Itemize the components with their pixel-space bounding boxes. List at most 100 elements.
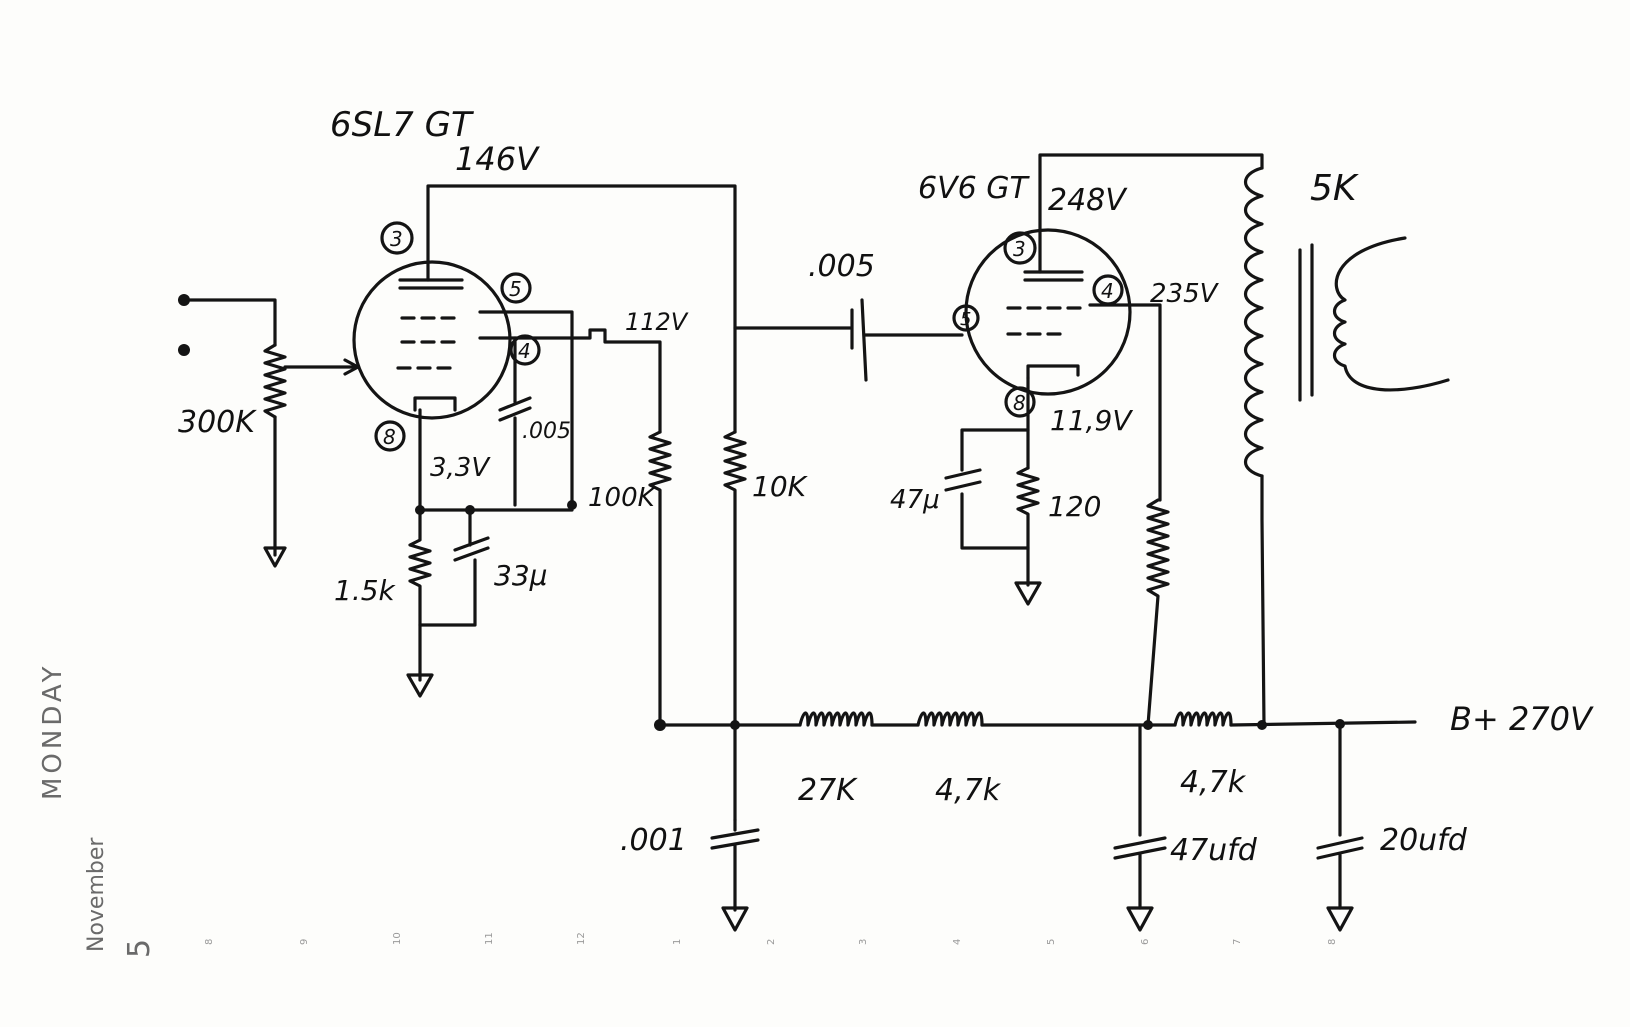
hour-mark: 11: [484, 932, 495, 945]
hour-mark: 6: [1140, 939, 1151, 945]
hour-mark: 3: [858, 939, 869, 945]
hour-mark: 2: [766, 939, 777, 945]
hour-mark: 7: [1232, 939, 1243, 945]
decoupling-cap: [710, 818, 760, 912]
junction-dot: [654, 719, 666, 731]
tube1-pin3-label: 3: [390, 227, 403, 251]
tube1-pin5-label: 5: [509, 277, 522, 301]
rail-resistor-4k7-b: [1173, 711, 1233, 727]
tube1-pin5-marker: [500, 272, 532, 304]
tube2-pin5-label: 5: [960, 309, 971, 330]
rail-res3-label: 4,7k: [1180, 765, 1247, 800]
t1-cathode-voltage: 3,3V: [430, 453, 491, 483]
tube2-cathode: [1026, 364, 1080, 380]
t2-plate-voltage: 248V: [1048, 183, 1128, 218]
junction-dot: [567, 500, 577, 510]
tube2-envelope: [964, 228, 1132, 396]
t2-screen-voltage: 235V: [1150, 279, 1220, 309]
cathode-res1-label: 1.5k: [334, 574, 397, 607]
junction-dot: [730, 720, 740, 730]
transformer-label: 5K: [1310, 168, 1359, 209]
tube1-type-label: 6SL7 GT: [330, 105, 474, 145]
tube1-plate-wire: [426, 184, 737, 434]
filter-cap-2: [1316, 722, 1364, 910]
input-pot-resistor: [263, 343, 287, 419]
filter-cap1-label: 47ufd: [1170, 833, 1258, 868]
ground-symbol: [1326, 906, 1354, 932]
coupling-capacitor: [850, 298, 868, 382]
tube2-pin4-label: 4: [1101, 279, 1114, 303]
rail-resistor-27k: [798, 711, 874, 727]
transformer-secondary: [1332, 236, 1450, 392]
transformer-primary: [1243, 166, 1264, 478]
cathode-cap-1: [453, 508, 490, 562]
tube2-type-label: 6V6 GT: [918, 171, 1030, 206]
hour-mark: 5: [1046, 939, 1057, 945]
screen-bypass-cap: [498, 396, 532, 422]
ground-symbol: [721, 906, 749, 932]
transformer-b-plus-wire: [1260, 474, 1266, 727]
ground-symbol: [406, 673, 434, 698]
hour-mark: 1: [672, 939, 683, 945]
hour-mark: 4: [952, 939, 963, 945]
tube2-pin5-marker: [952, 304, 980, 332]
t1-plate-voltage: 146V: [455, 140, 540, 178]
cathode-resistor-2: [1016, 466, 1040, 587]
tube1-pin8-marker: [374, 420, 406, 452]
filter-cap2-label: 20ufd: [1380, 823, 1468, 858]
t2-cathode-voltage: 11,9V: [1050, 404, 1133, 437]
tube1-pin3-marker: [380, 221, 414, 255]
screen-resistor-100k: [648, 430, 672, 727]
transformer-core: [1298, 243, 1314, 402]
screen-dropping-resistor: [1146, 498, 1170, 727]
tube1-cathode: [413, 396, 457, 412]
tube1-6sl7: 6SL7 GT 3 5 4 8: [330, 105, 541, 452]
cathode-res2-label: 120: [1048, 490, 1101, 523]
tube2-pin8-label: 8: [1013, 391, 1026, 415]
junction-dot: [1257, 720, 1267, 730]
hour-marks: 8 9 10 11 12 1 2 3 4 5 6 7 8: [204, 932, 1338, 945]
tube2-pin3-label: 3: [1013, 237, 1026, 261]
b-plus-rail: 27K 4,7k 4,7k B+ 270V: [654, 700, 1594, 808]
tube2-plate-wire: [1038, 153, 1264, 274]
cathode-cap2-label: 47μ: [890, 485, 940, 515]
screen-cap-label: .005: [522, 419, 571, 444]
t1-screen-voltage: 112V: [625, 308, 689, 336]
tube1-grid-wire: [478, 328, 662, 434]
rail-res1-label: 27K: [798, 773, 858, 808]
tube1-pin8-label: 8: [383, 425, 396, 449]
tube2-screen-wire: [1088, 303, 1162, 502]
hour-mark: 9: [299, 939, 310, 945]
tube2-cathode-bypass-wire: [960, 428, 1030, 550]
plate-res-label: 10K: [752, 470, 809, 503]
cathode-cap-2: [944, 468, 982, 492]
tube1-pin4-label: 4: [518, 339, 531, 363]
rail-resistor-4k7-a: [916, 711, 984, 727]
ground-symbol: [1126, 906, 1154, 932]
hour-mark: 10: [392, 932, 403, 945]
hour-mark: 8: [1327, 939, 1338, 945]
tube1-screen-wire: [478, 310, 574, 507]
hour-mark: 8: [204, 939, 215, 945]
input-pot-label: 300K: [178, 405, 257, 440]
filter-cap-1: [1113, 723, 1167, 910]
input-terminal-ground: [178, 344, 190, 356]
tube2-6v6: 6V6 GT 3 5 4 8: [918, 171, 1132, 418]
screen-res-label: 100K: [588, 483, 657, 513]
ground-symbol: [1014, 581, 1042, 606]
tube2-pin3-marker: [1003, 231, 1037, 265]
coupling-cap-label: .005: [808, 249, 875, 284]
plate-resistor-10k: [723, 430, 747, 822]
tube1-envelope: [352, 260, 512, 420]
cathode-resistor-1: [408, 508, 477, 627]
supply-voltage: B+ 270V: [1450, 700, 1594, 738]
tube2-pin8-marker: [1004, 386, 1036, 418]
ground-symbol: [263, 546, 287, 568]
tube2-plate: [1023, 270, 1084, 282]
tube1-pin4-marker: [509, 334, 541, 366]
input-section: 300K: [178, 294, 360, 568]
decoupling-cap-label: .001: [620, 823, 687, 858]
rail-res2-label: 4,7k: [935, 773, 1002, 808]
